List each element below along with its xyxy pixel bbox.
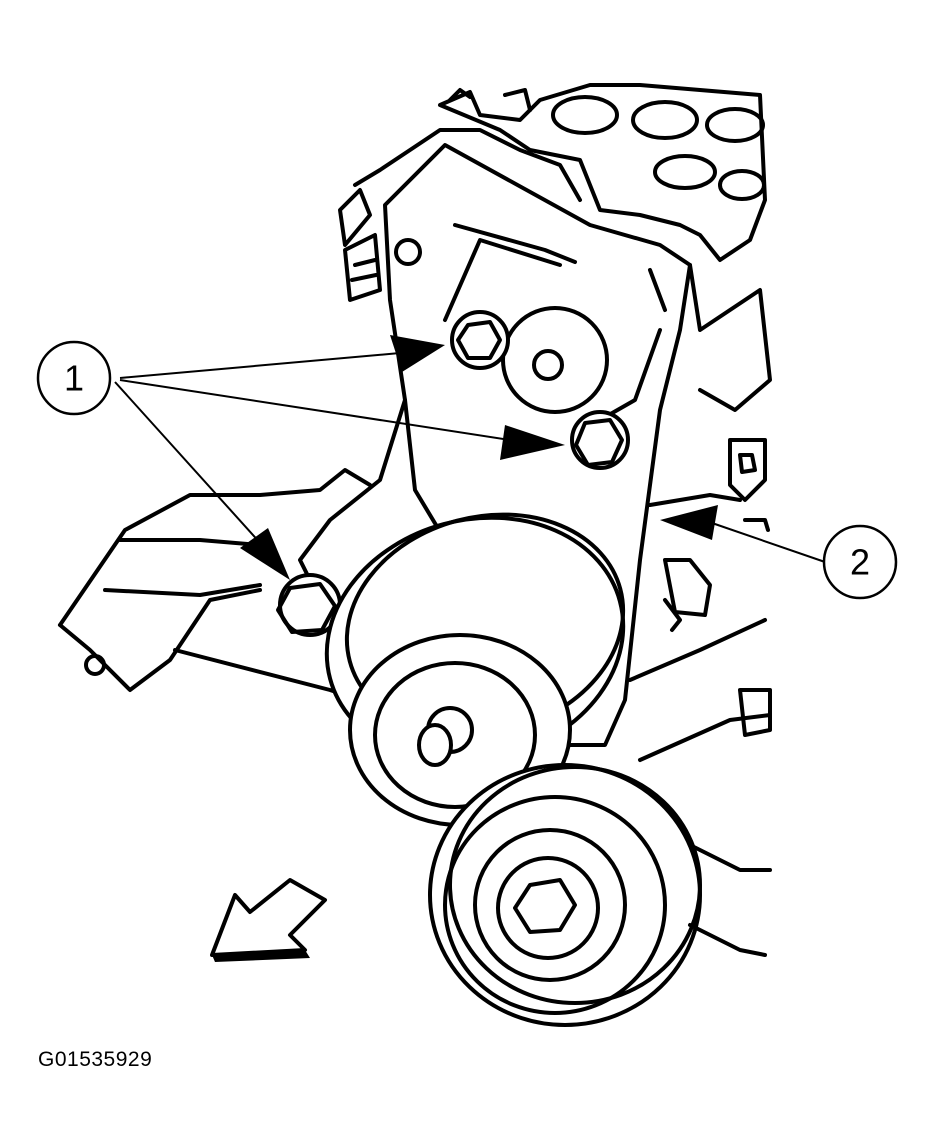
upper-idler-pulley <box>501 306 609 414</box>
bolt-upper <box>450 310 510 370</box>
callout-2-label: 2 <box>850 542 870 583</box>
figure-id: G01535929 <box>38 1048 153 1071</box>
upper-bracket-edges <box>338 128 582 302</box>
leader-lines <box>114 352 826 563</box>
bolt-middle <box>570 410 630 470</box>
bolt-lower <box>276 573 342 637</box>
engine-block-top <box>438 83 767 262</box>
lower-left-plate <box>58 468 372 702</box>
pointer-arrows <box>240 335 718 580</box>
arrowhead-middle-bolt <box>500 425 565 460</box>
arrowhead-item-2 <box>660 505 718 540</box>
crank-pulley <box>428 763 772 1027</box>
arrowhead-upper-bolt <box>390 335 445 372</box>
callout-1-label: 1 <box>64 358 84 399</box>
arrowhead-lower-bolt <box>240 528 290 580</box>
callout-2: 2 <box>822 524 898 600</box>
direction-arrow-icon <box>210 878 327 962</box>
right-side-components <box>628 263 772 762</box>
callout-1: 1 <box>36 340 112 416</box>
